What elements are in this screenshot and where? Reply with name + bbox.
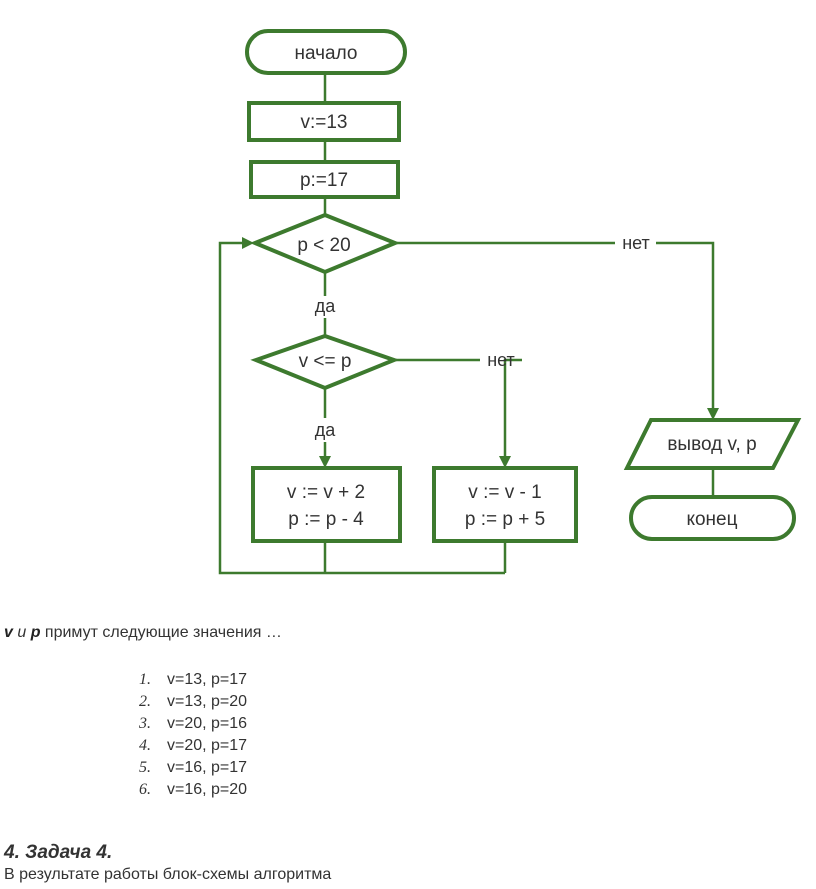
cond-inner-label: v <= p [299,351,352,372]
assign-p-block [249,160,400,199]
start-terminal [245,29,407,75]
answer-text: v=20, p=17 [167,737,248,754]
end-label: конец [686,509,737,530]
answer-option[interactable]: 2. v=13, p=20 [139,691,247,713]
loop-back-line [218,241,505,575]
answer-text: v=16, p=17 [167,759,248,776]
answer-option[interactable]: 4. v=20, p=17 [139,735,247,757]
task-text: В результате работы блок-схемы алгоритма [4,866,332,883]
answer-number: 1. [139,671,151,688]
answer-number: 3. [139,715,151,732]
cond-outer-diamond [249,212,401,275]
answer-option[interactable]: 6. v=16, p=20 [139,779,247,801]
connector-no-no-block [503,358,522,458]
answer-option[interactable]: 5. v=16, p=17 [139,757,247,779]
output-parallelogram [623,418,802,470]
answer-number: 5. [139,759,151,776]
question-body: примут следующие значения … [40,624,282,641]
answer-number: 2. [139,693,151,710]
question-conjunction: и [12,624,31,641]
answer-option[interactable]: 1. v=13, p=17 [139,669,247,691]
arrowhead-output [707,408,719,420]
task-heading: 4. Задача 4. [4,842,113,863]
answer-text: v=13, p=17 [167,671,248,688]
cond-outer-yes-label: да [315,296,337,316]
arrowhead-loop [242,237,254,249]
answer-list: 1. v=13, p=17 2. v=13, p=20 3. v=20, p=16 4… [139,669,247,801]
cond-inner-yes-label: да [315,420,337,440]
answer-option[interactable]: 3. v=20, p=16 [139,713,247,735]
cond-inner-no-label: нет [487,350,515,370]
answer-text: v=13, p=20 [167,693,248,710]
question-text: v и p примут следующие значения … [4,624,282,642]
cond-outer-no-label: нет [622,233,650,253]
yes-block-line2: p := p - 4 [288,509,364,530]
end-terminal [629,495,796,541]
yes-block-line1: v := v + 2 [287,482,365,503]
answer-text: v=20, p=16 [167,715,248,732]
no-block [432,466,578,543]
flowchart-diagram: начало v:=13 p:=17 p < 20 да нет v <= p … [218,29,802,575]
answer-number: 6. [139,781,151,798]
answer-text: v=16, p=20 [167,781,248,798]
arrowhead-no-block [499,456,511,468]
question-var-p: p [30,624,41,641]
cond-inner-diamond [250,333,400,391]
assign-p-label: p:=17 [300,170,348,191]
no-block-line2: p := p + 5 [465,509,545,530]
no-block-line1: v := v - 1 [468,482,541,503]
output-label: вывод v, p [667,434,756,455]
start-label: начало [295,43,358,64]
assign-v-label: v:=13 [300,112,347,133]
arrowhead-yes-block [319,456,331,468]
yes-block [251,466,402,543]
question-var-v: v [4,624,13,641]
cond-outer-label: p < 20 [297,235,350,256]
assign-v-block [247,101,401,142]
answer-number: 4. [139,737,151,754]
connector-no-output [656,241,715,410]
